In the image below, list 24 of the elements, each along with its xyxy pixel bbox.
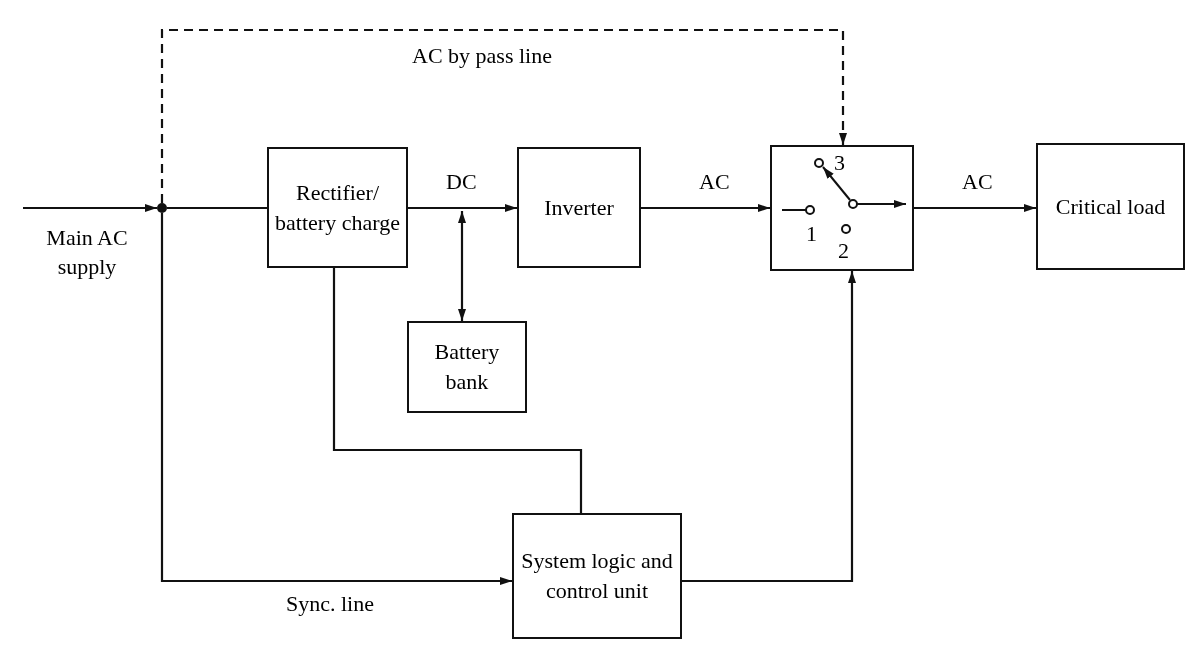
arrow bbox=[408, 204, 517, 212]
block-box bbox=[407, 321, 527, 413]
arrow bbox=[23, 204, 157, 212]
arrow bbox=[641, 204, 770, 212]
terminal-number: 2 bbox=[838, 240, 849, 262]
block-box bbox=[1036, 143, 1185, 270]
block-label: System logic and control unit bbox=[520, 547, 674, 605]
connector-line bbox=[332, 268, 583, 513]
arrow bbox=[458, 211, 466, 321]
arrow bbox=[914, 204, 1036, 212]
block-label: Inverter bbox=[544, 193, 614, 222]
block-box bbox=[512, 513, 682, 639]
dashed-arrow bbox=[160, 28, 847, 203]
block-label: Rectifier/ battery charge bbox=[274, 178, 401, 237]
connector-line bbox=[167, 206, 267, 210]
arrow bbox=[160, 213, 512, 585]
block-box bbox=[267, 147, 408, 268]
terminal-number: 3 bbox=[834, 152, 845, 174]
block-box bbox=[517, 147, 641, 268]
arrow bbox=[682, 271, 856, 583]
switch-box bbox=[770, 145, 914, 271]
block-label: Battery bank bbox=[433, 338, 501, 396]
block-label: Critical load bbox=[1055, 192, 1166, 221]
terminal-number: 1 bbox=[806, 223, 817, 245]
